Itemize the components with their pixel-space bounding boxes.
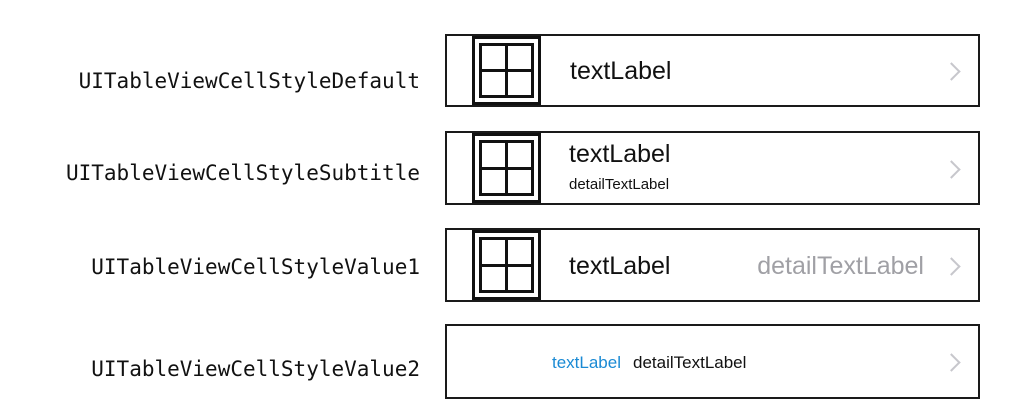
detail-text-label: detailTextLabel <box>757 252 924 280</box>
table-cell-subtitle[interactable]: textLabel detailTextLabel <box>445 131 980 205</box>
style-name-value1: UITableViewCellStyleValue1 <box>91 255 420 279</box>
detail-text-label: detailTextLabel <box>569 176 670 193</box>
chevron-right-icon <box>942 62 961 81</box>
chevron-right-icon <box>942 353 961 372</box>
chevron-right-icon <box>942 257 961 276</box>
detail-text-label: detailTextLabel <box>633 353 747 372</box>
chevron-right-icon <box>942 160 961 179</box>
image-icon <box>472 36 541 105</box>
text-label: textLabel <box>569 140 671 168</box>
text-label: textLabel <box>569 252 671 280</box>
style-name-default: UITableViewCellStyleDefault <box>78 69 420 93</box>
image-icon <box>472 230 541 300</box>
table-cell-value1[interactable]: textLabel detailTextLabel <box>445 228 980 302</box>
table-cell-value2[interactable]: textLabel detailTextLabel <box>445 324 980 399</box>
style-name-subtitle: UITableViewCellStyleSubtitle <box>65 161 420 185</box>
style-name-value2: UITableViewCellStyleValue2 <box>91 357 420 381</box>
image-icon <box>472 133 541 203</box>
text-label: textLabel <box>570 57 672 85</box>
text-label: textLabel <box>552 353 621 372</box>
table-cell-default[interactable]: textLabel <box>445 34 980 107</box>
